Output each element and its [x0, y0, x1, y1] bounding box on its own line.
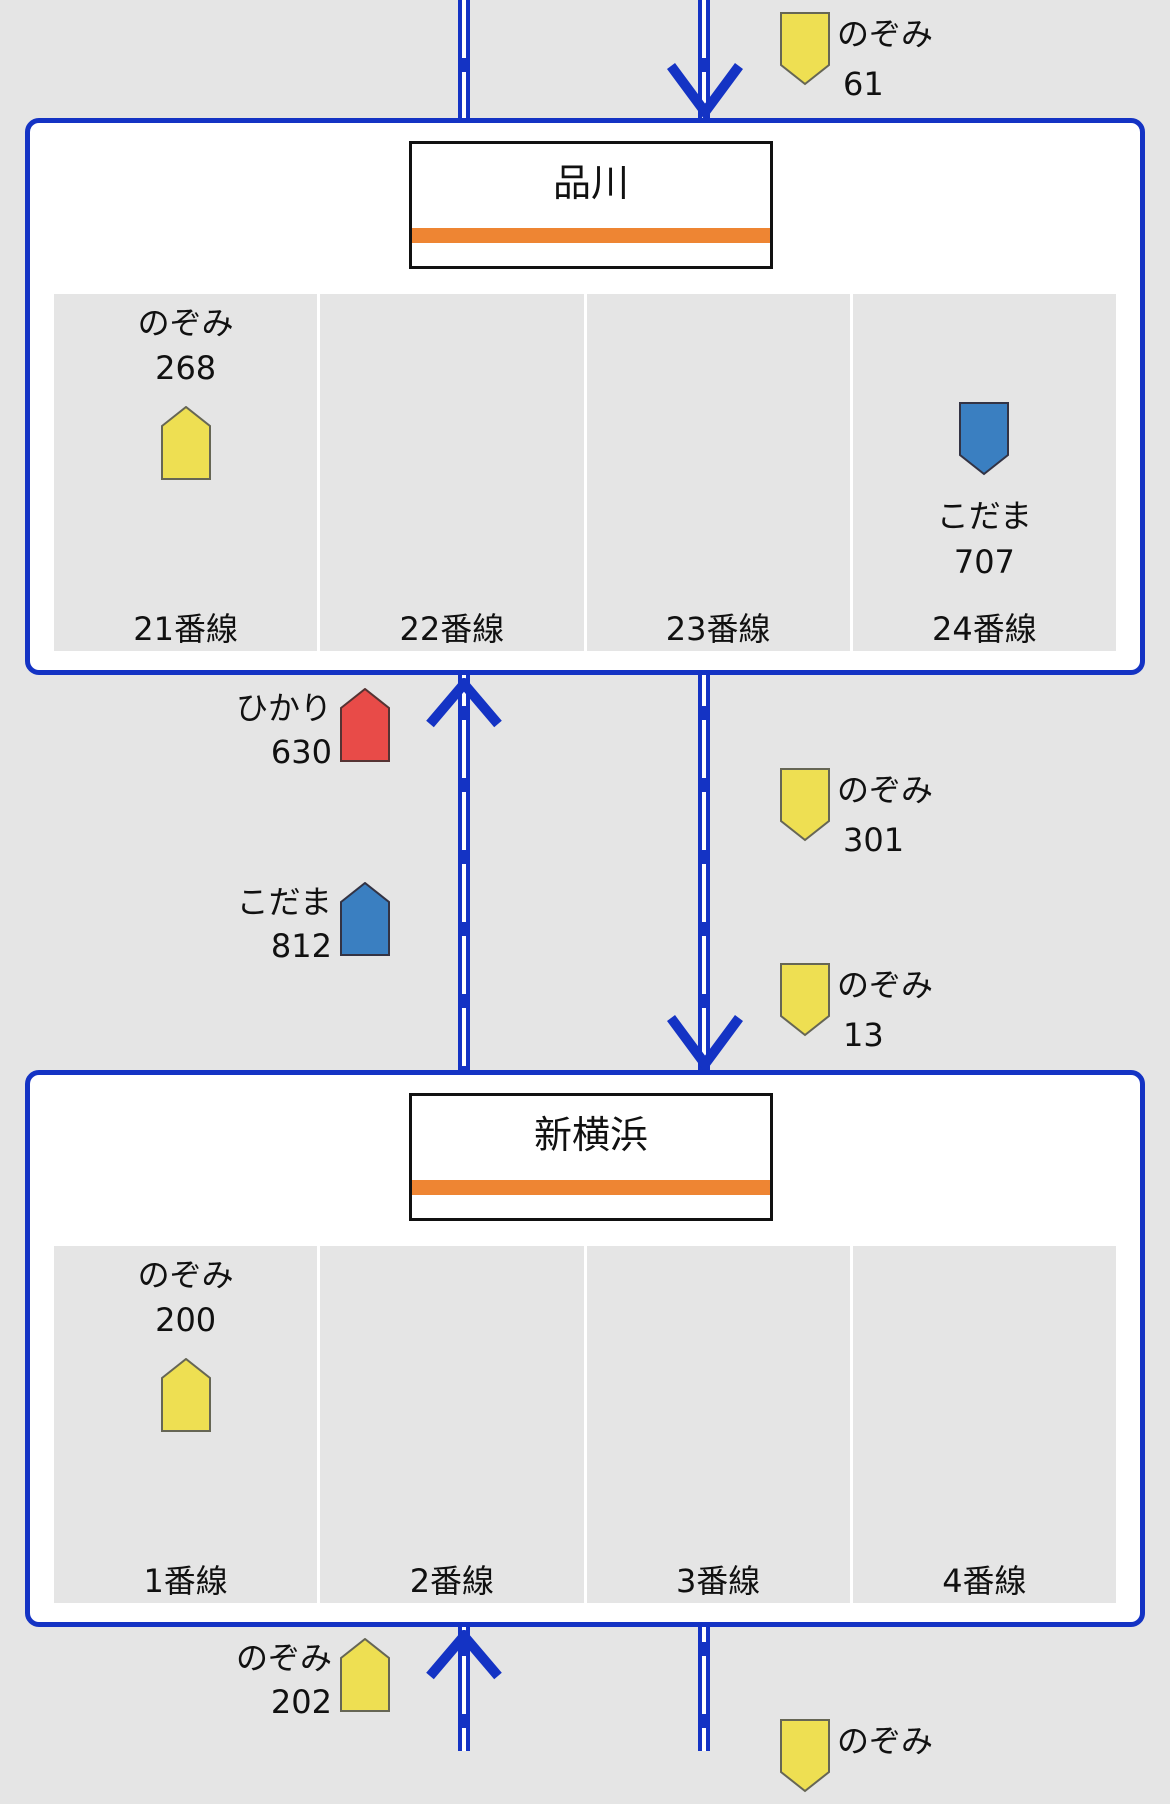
- station-shinagawa: 品川 のぞみ 268 21番線 22番線 23番線 こだま 707 24番線: [25, 118, 1145, 675]
- running-train-down[interactable]: のぞみ: [780, 1719, 933, 1804]
- running-train-down[interactable]: のぞみ 61: [780, 12, 933, 103]
- running-train-down[interactable]: のぞみ 301: [780, 768, 933, 859]
- platform-label: 1番線: [143, 1562, 228, 1600]
- train-number: 13: [843, 1016, 884, 1054]
- up-arrow-icon: [426, 678, 502, 728]
- train-type: のぞみ: [837, 1722, 934, 1760]
- platform[interactable]: のぞみ 200 1番線: [54, 1246, 318, 1603]
- platform[interactable]: 4番線: [852, 1246, 1116, 1603]
- hikari-train-up-icon: [340, 687, 390, 762]
- platform-label: 4番線: [942, 1562, 1027, 1600]
- station-shin-yokohama: 新横浜 のぞみ 200 1番線 2番線 3番線 4番線: [25, 1070, 1145, 1627]
- nozomi-train-down-icon: [780, 963, 830, 1037]
- kodama-train-up-icon: [340, 881, 390, 956]
- nozomi-train-down-icon: [780, 768, 830, 842]
- running-train-down[interactable]: のぞみ 13: [780, 963, 933, 1054]
- train-number: 301: [843, 821, 905, 859]
- train-type: のぞみ: [837, 771, 934, 809]
- train-type: こだま: [236, 883, 332, 921]
- train-number: 200: [155, 1301, 217, 1339]
- down-arrow-icon: [667, 1015, 743, 1072]
- station-name: 新横浜: [533, 1113, 648, 1157]
- station-name-sign: 新横浜: [409, 1093, 773, 1221]
- platform[interactable]: こだま 707 24番線: [852, 294, 1116, 651]
- platform[interactable]: 2番線: [320, 1246, 584, 1603]
- platform[interactable]: 23番線: [586, 294, 850, 651]
- train-number: 707: [953, 543, 1015, 581]
- platform-label: 24番線: [932, 610, 1037, 648]
- train-type: のぞみ: [837, 15, 934, 53]
- train-type: のぞみ: [137, 304, 234, 342]
- line-color-bar: [412, 1180, 770, 1195]
- running-train-up[interactable]: ひかり 630: [236, 687, 390, 773]
- nozomi-train-down-icon: [780, 12, 830, 86]
- nozomi-train-down-icon: [780, 1719, 830, 1793]
- train-number: 61: [843, 65, 884, 103]
- train-type: ひかり: [235, 689, 332, 727]
- nozomi-train-up-icon: [340, 1637, 390, 1712]
- platform[interactable]: 22番線: [320, 294, 584, 651]
- running-train-up[interactable]: こだま 812: [237, 881, 390, 967]
- platform-label: 3番線: [675, 1562, 761, 1600]
- train-number: 630: [270, 733, 332, 771]
- up-arrow-icon: [426, 1630, 502, 1680]
- nozomi-train-up-icon[interactable]: [160, 1358, 211, 1432]
- train-type: のぞみ: [235, 1639, 332, 1677]
- platform-label: 23番線: [665, 610, 771, 648]
- kodama-train-down-icon[interactable]: [959, 402, 1010, 476]
- line-color-bar: [412, 228, 770, 243]
- train-number: 202: [270, 1683, 332, 1721]
- down-arrow-icon: [667, 63, 743, 120]
- platform-label: 22番線: [399, 610, 505, 648]
- nozomi-train-up-icon[interactable]: [160, 406, 211, 480]
- train-type: のぞみ: [837, 966, 934, 1004]
- station-name: 品川: [552, 161, 629, 205]
- running-train-up[interactable]: のぞみ 202: [236, 1637, 390, 1723]
- platform-label: 21番線: [133, 610, 238, 648]
- train-number: 268: [155, 349, 217, 387]
- train-type: のぞみ: [137, 1256, 234, 1294]
- station-name-sign: 品川: [409, 141, 773, 269]
- train-number: 812: [270, 927, 332, 965]
- platform-label: 2番線: [409, 1562, 495, 1600]
- platform[interactable]: のぞみ 268 21番線: [54, 294, 318, 651]
- train-type: こだま: [936, 497, 1033, 535]
- platform[interactable]: 3番線: [586, 1246, 850, 1603]
